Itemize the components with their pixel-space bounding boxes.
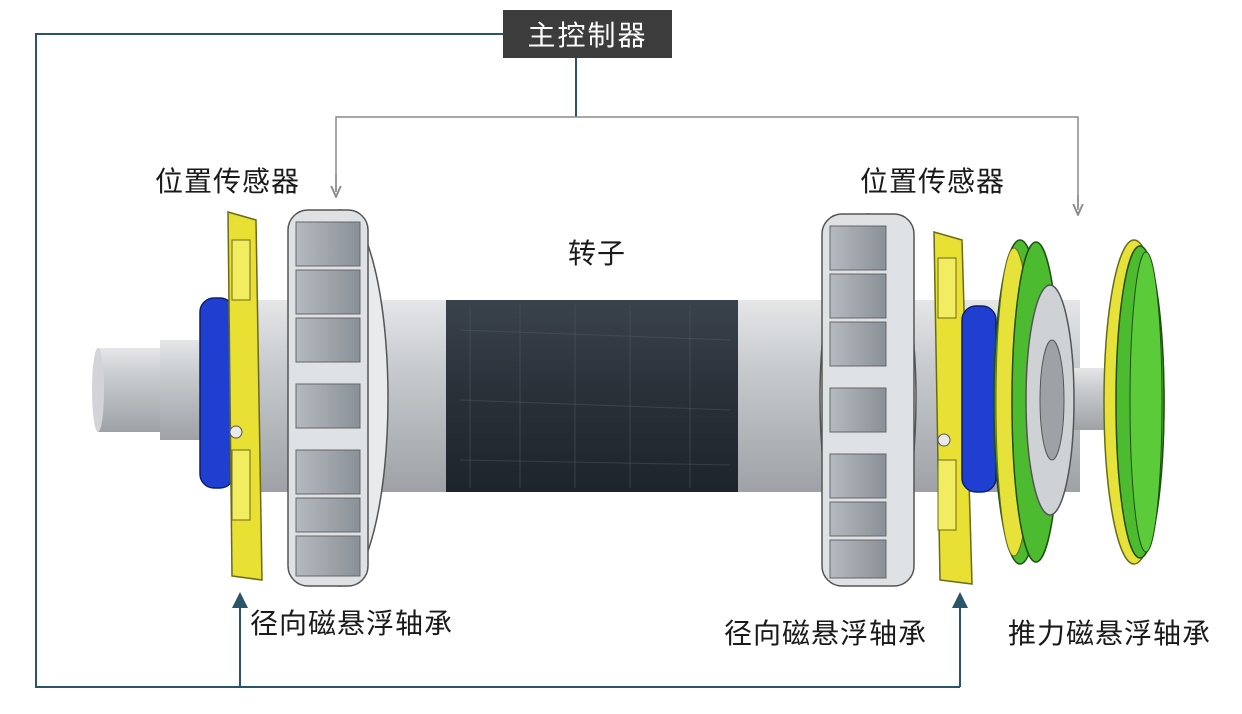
left-position-sensor [199, 211, 263, 581]
left-radial-bearing-stator [287, 209, 389, 587]
carbon-sleeve [446, 300, 738, 492]
thrust-bearing [993, 239, 1165, 565]
position-sensor-label-right: 位置传感器 [860, 165, 1006, 198]
radial-bearing-label-left: 径向磁悬浮轴承 [250, 607, 454, 640]
radial-bearing-label-right: 径向磁悬浮轴承 [724, 617, 928, 650]
control-loop-lines [35, 33, 1078, 688]
rotor-label: 转子 [568, 237, 627, 270]
main-controller-label: 主控制器 [527, 19, 648, 52]
thrust-bearing-label: 推力磁悬浮轴承 [1008, 617, 1212, 650]
right-position-sensor [933, 231, 997, 585]
main-controller-box: 主控制器 [503, 10, 672, 58]
right-radial-bearing-stator [819, 213, 917, 587]
position-sensor-label-left: 位置传感器 [155, 165, 301, 198]
